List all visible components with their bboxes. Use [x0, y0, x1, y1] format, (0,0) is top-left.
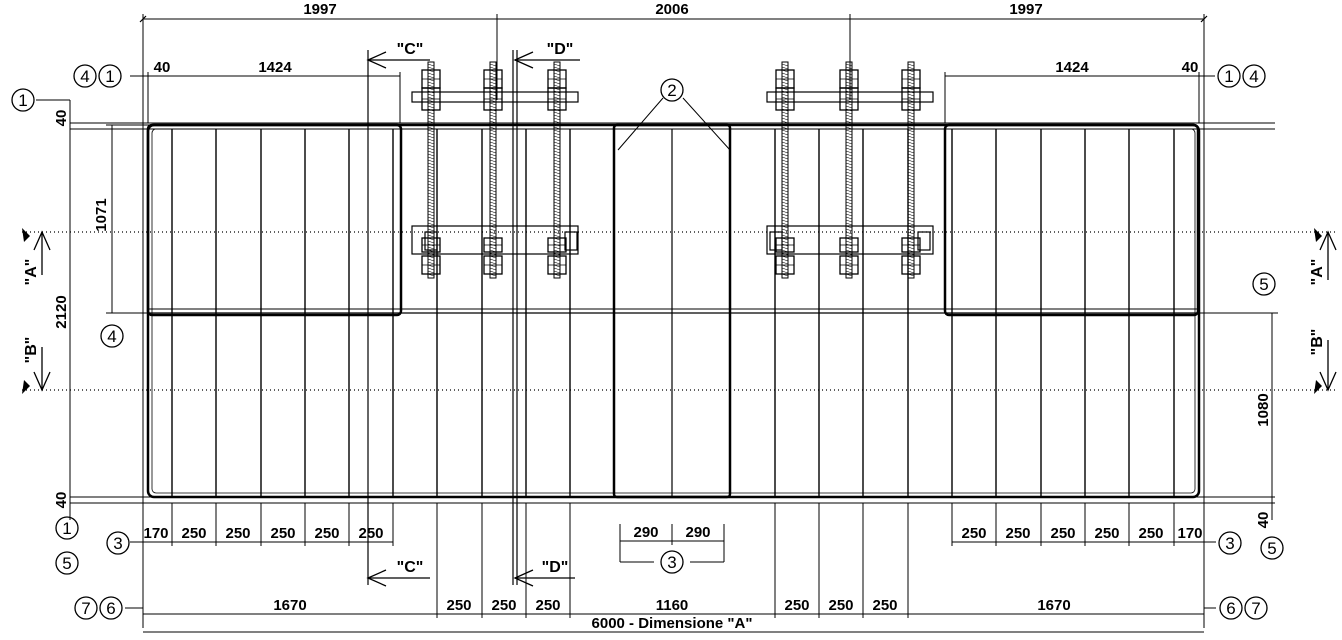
- callout-2-center: 2: [667, 81, 676, 100]
- section-a-left: "A": [23, 259, 40, 286]
- anchor-rod: [781, 61, 789, 279]
- callout-4-left-mid: 4: [107, 327, 116, 346]
- dim-bottom-4: 1160: [656, 597, 689, 614]
- section-a-right: "A": [1309, 259, 1326, 286]
- dim-top-2: 2006: [655, 1, 688, 18]
- anchor-rod: [845, 61, 853, 279]
- dim-bl-2: 250: [225, 525, 250, 542]
- slab-outline: [70, 122, 1275, 504]
- callout-7-bottom-right: 7: [1251, 599, 1260, 618]
- dim-bl-1: 250: [181, 525, 206, 542]
- dim-center-1: 290: [685, 524, 710, 541]
- section-lines: [22, 231, 1335, 391]
- dim-bl-5: 250: [358, 525, 383, 542]
- dim-left-2120: 2120: [53, 295, 70, 328]
- anchor-rod: [907, 61, 915, 279]
- dim-right-40: 40: [1182, 59, 1199, 76]
- dim-br-3: 250: [1094, 525, 1119, 542]
- callout-5-bottom-right: 5: [1267, 539, 1276, 558]
- dim-br-0: 250: [961, 525, 986, 542]
- section-b-left: "B": [23, 337, 40, 364]
- callout-1-top-left: 1: [105, 67, 114, 86]
- dim-bottom-2: 250: [491, 597, 516, 614]
- dim-right-1080: 1080: [1255, 393, 1272, 426]
- dim-br-1: 250: [1005, 525, 1030, 542]
- callout-3-center: 3: [667, 553, 676, 572]
- dim-top-3: 1997: [1009, 1, 1042, 18]
- overall-dimension: 6000 - Dimensione "A": [592, 615, 753, 632]
- callout-7-bottom-left: 7: [81, 599, 90, 618]
- dim-bl-4: 250: [314, 525, 339, 542]
- anchor-rod: [427, 61, 435, 279]
- dim-center-0: 290: [633, 524, 658, 541]
- section-d-bottom: "D": [542, 559, 569, 576]
- dim-bottom-7: 250: [872, 597, 897, 614]
- dim-bottom-0: 1670: [273, 597, 306, 614]
- dim-bottom-8: 1670: [1037, 597, 1070, 614]
- dim-br-4: 250: [1138, 525, 1163, 542]
- anchor-rod: [553, 61, 561, 279]
- dim-left-1071: 1071: [93, 198, 110, 231]
- callout-1-bottom-left: 1: [62, 519, 71, 538]
- dim-bl-3: 250: [270, 525, 295, 542]
- callouts: [11, 64, 1284, 620]
- dim-left-40: 40: [154, 59, 171, 76]
- dimension-lines: [36, 14, 1278, 633]
- callout-3-right: 3: [1225, 534, 1234, 553]
- dim-bottom-6: 250: [828, 597, 853, 614]
- dim-bottom-3: 250: [535, 597, 560, 614]
- callout-3-left: 3: [113, 534, 122, 553]
- callout-1-left: 1: [18, 91, 27, 110]
- section-arrows: [33, 51, 1337, 587]
- section-cut-lines: [367, 50, 518, 585]
- callout-5-bottom-left: 5: [62, 554, 71, 573]
- section-arrow-heads: [22, 228, 1322, 394]
- dim-bottom-1: 250: [446, 597, 471, 614]
- dim-right-1424: 1424: [1055, 59, 1089, 76]
- callout-4-top-left: 4: [80, 67, 89, 86]
- dim-right-bottom-40: 40: [1255, 512, 1272, 529]
- dim-bottom-5: 250: [784, 597, 809, 614]
- section-d-top: "D": [547, 41, 574, 58]
- callout-4-top-right: 4: [1249, 67, 1258, 86]
- section-c-top: "C": [397, 41, 424, 58]
- anchor-bolts-left: [411, 91, 579, 255]
- dim-left-1424: 1424: [258, 59, 292, 76]
- dim-top-1: 1997: [303, 1, 336, 18]
- callout-6-bottom-left: 6: [106, 599, 115, 618]
- callout-1-top-right: 1: [1224, 67, 1233, 86]
- dim-br-2: 250: [1050, 525, 1075, 542]
- section-c-bottom: "C": [397, 559, 424, 576]
- callout-6-bottom-right: 6: [1226, 599, 1235, 618]
- dim-br-5: 170: [1177, 525, 1202, 542]
- dim-left-top-40: 40: [53, 110, 70, 127]
- anchor-rod: [489, 61, 497, 279]
- section-b-right: "B": [1309, 329, 1326, 356]
- dim-left-bottom-40: 40: [53, 492, 70, 509]
- callout-5-right-mid: 5: [1259, 275, 1268, 294]
- anchor-bolt-rods: [421, 61, 921, 279]
- dim-bl-0: 170: [143, 525, 168, 542]
